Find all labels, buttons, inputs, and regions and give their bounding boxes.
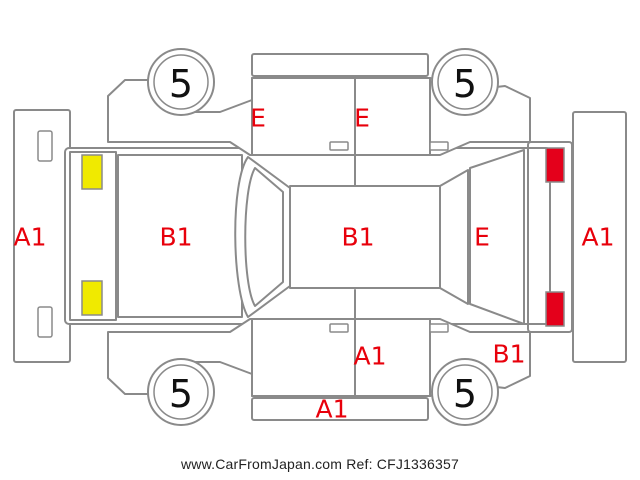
tire-front-right: 5 — [147, 358, 215, 426]
tail-light-top-marker — [545, 147, 565, 183]
tail-light-bottom-marker — [545, 291, 565, 327]
code-rear-fender-right: B1 — [492, 340, 525, 369]
front-bumper-fog-bottom — [37, 306, 53, 338]
code-hood: B1 — [159, 223, 192, 252]
tail-section — [527, 141, 573, 333]
code-rear-door-right: A1 — [353, 342, 386, 371]
roof-panel — [289, 185, 441, 289]
code-rear-bumper: A1 — [581, 223, 614, 252]
front-grille-area — [69, 151, 117, 321]
code-rocker-right: A1 — [315, 395, 348, 424]
tire-front-right-label: 5 — [169, 372, 193, 416]
tire-rear-right: 5 — [431, 358, 499, 426]
tire-front-left: 5 — [147, 48, 215, 116]
tire-rear-left: 5 — [431, 48, 499, 116]
reference-footer: www.CarFromJapan.com Ref: CFJ1336357 — [181, 456, 459, 472]
top-roof-rail — [251, 53, 429, 77]
rear-glass — [439, 169, 469, 305]
code-front-bumper: A1 — [13, 223, 46, 252]
windshield — [234, 156, 291, 318]
code-rear-glass: E — [474, 223, 490, 252]
code-rear-door-left: E — [354, 104, 370, 133]
headlight-bottom-marker — [81, 280, 103, 316]
tire-front-left-label: 5 — [169, 62, 193, 106]
tire-rear-right-label: 5 — [453, 372, 477, 416]
front-bumper-fog-top — [37, 130, 53, 162]
bottom-rocker-panel — [251, 397, 429, 421]
headlight-top-marker — [81, 154, 103, 190]
code-roof: B1 — [341, 223, 374, 252]
code-front-door-left: E — [250, 104, 266, 133]
tire-rear-left-label: 5 — [453, 62, 477, 106]
